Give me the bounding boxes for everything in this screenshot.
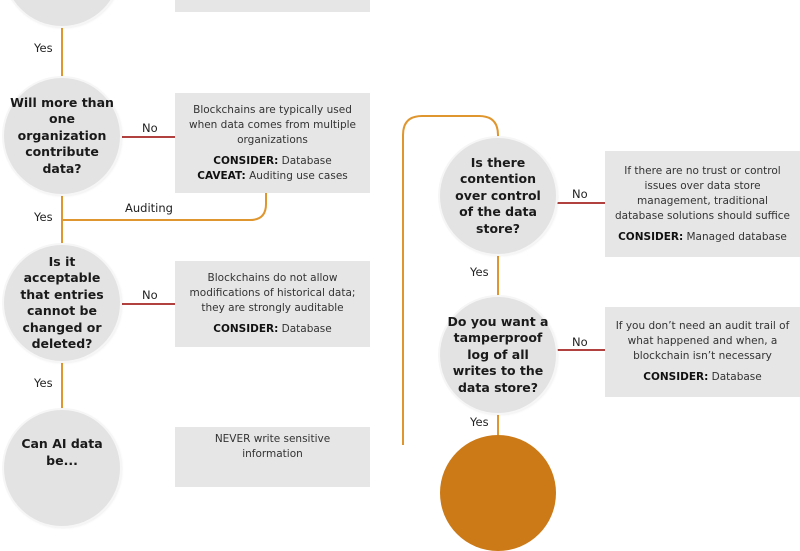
question-text: Do you want a tamperproof log of all wri… <box>447 313 549 395</box>
consider-value: Database <box>708 371 762 383</box>
yes-label: Yes <box>470 415 489 429</box>
answer-description: Blockchains are typically used when data… <box>188 103 357 146</box>
question-contention: Is there contention over control of the … <box>440 138 556 254</box>
consider-key: CONSIDER: <box>213 323 279 335</box>
answer-box-contention: If there are no trust or control issues … <box>605 151 800 257</box>
question-tamperproof: Do you want a tamperproof log of all wri… <box>440 297 556 413</box>
caveat-value: Auditing use cases <box>245 169 348 182</box>
answer-box-tamperproof: If you don’t need an audit trail of what… <box>605 307 800 397</box>
answer-box-multi-org: Blockchains are typically used when data… <box>175 93 370 193</box>
auditing-label: Auditing <box>125 201 173 215</box>
consider-value: Managed database <box>683 230 787 243</box>
no-label: No <box>142 121 158 135</box>
yes-label: Yes <box>34 210 53 224</box>
yes-label: Yes <box>34 41 53 55</box>
consider-value: Database <box>278 323 332 335</box>
consider-key: CONSIDER: <box>618 230 684 243</box>
yes-label: Yes <box>34 376 53 390</box>
answer-description: Blockchains do not allow modifications o… <box>189 272 356 314</box>
answer-description: NEVER write sensitive information <box>214 433 331 460</box>
auditing-connector <box>62 193 267 221</box>
no-label: No <box>572 187 588 201</box>
question-multi-org: Will more than one organization contribu… <box>4 78 120 194</box>
answer-description: If there are no trust or control issues … <box>614 164 791 222</box>
question-text: Will more than one organization contribu… <box>10 94 114 176</box>
no-label: No <box>572 335 588 349</box>
terminal-circle <box>440 435 556 551</box>
question-immutable: Is it acceptable that entries cannot be … <box>4 245 120 361</box>
consider-key: CONSIDER: <box>643 371 709 383</box>
question-circle-bottom: Can AI data be... <box>4 410 120 526</box>
answer-box-top <box>175 0 370 12</box>
consider-value: Database <box>278 154 332 167</box>
loop-connector <box>402 115 499 445</box>
consider-key: CONSIDER: <box>213 154 279 167</box>
caveat-key: CAVEAT: <box>197 169 246 182</box>
answer-box-bottom: NEVER write sensitive information <box>175 427 370 487</box>
connector-lines <box>61 26 605 445</box>
question-text: Is there contention over control of the … <box>455 154 541 236</box>
answer-box-immutable: Blockchains do not allow modifications o… <box>175 261 370 347</box>
answer-description: If you don’t need an audit trail of what… <box>615 320 790 362</box>
yes-label: Yes <box>470 265 489 279</box>
no-label: No <box>142 288 158 302</box>
question-text: Can AI data be... <box>21 436 103 468</box>
question-text: Is it acceptable that entries cannot be … <box>20 253 104 352</box>
